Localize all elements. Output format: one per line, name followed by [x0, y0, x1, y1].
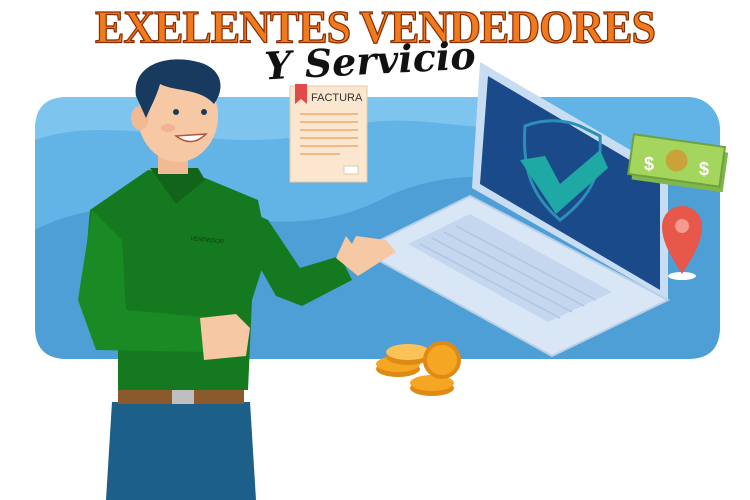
coin-stack-icon	[376, 341, 461, 396]
fist-hand	[200, 314, 250, 360]
invoice-label: FACTURA	[311, 92, 363, 104]
location-pin-icon	[662, 206, 702, 280]
dollar-bill-icon	[627, 133, 729, 193]
hair	[135, 59, 221, 118]
pants	[106, 402, 256, 500]
headline-title: EXELENTES VENDEDORES	[94, 1, 656, 54]
open-hand	[336, 236, 396, 276]
laptop-keyboard	[408, 214, 612, 322]
salesman-figure	[78, 59, 396, 500]
shirt-logo: VENDEDOR	[190, 236, 225, 246]
shirt-sleeve-left	[78, 210, 214, 352]
bill-symbol-right: $	[699, 159, 709, 179]
bill-symbol-left: $	[644, 154, 654, 174]
shirt-sleeve-right	[238, 206, 352, 306]
shield-check-icon	[520, 119, 608, 222]
invoice-document-icon	[289, 84, 368, 183]
